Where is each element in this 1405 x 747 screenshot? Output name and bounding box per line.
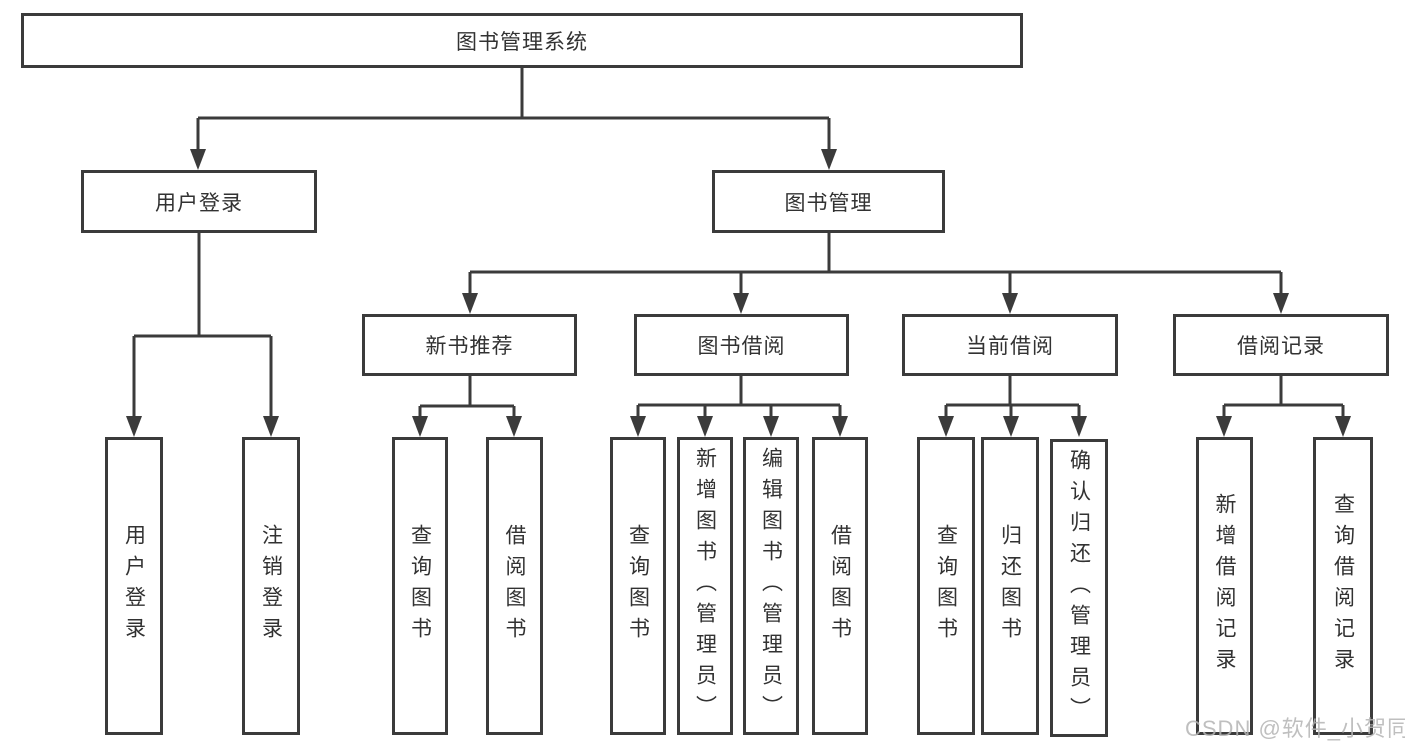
- leaf-confirm-return-admin: 确认归还（管理员）: [1050, 439, 1108, 737]
- node-label: 查询图书: [408, 524, 432, 648]
- node-label: 新书推荐: [425, 335, 514, 358]
- leaf-logout-login: 注销登录: [242, 437, 300, 735]
- leaf-return-books: 归还图书: [981, 437, 1039, 735]
- node-label: 注销登录: [259, 524, 283, 648]
- node-book-management: 图书管理: [712, 170, 945, 233]
- leaf-borrow-books-1: 借阅图书: [486, 437, 543, 735]
- node-label: 图书管理系统: [456, 30, 588, 54]
- leaf-query-borrow-record: 查询借阅记录: [1313, 437, 1373, 735]
- node-library-system: 图书管理系统: [21, 13, 1023, 68]
- node-user-login: 用户登录: [81, 170, 317, 233]
- node-label: 当前借阅: [966, 335, 1054, 358]
- node-label: 查询图书: [934, 524, 958, 648]
- node-label: 图书管理: [784, 191, 873, 215]
- leaf-query-books-2: 查询图书: [610, 437, 666, 735]
- node-borrow-records: 借阅记录: [1173, 314, 1389, 376]
- node-label: 确认归还（管理员）: [1067, 448, 1091, 728]
- node-current-borrowing: 当前借阅: [902, 314, 1118, 376]
- node-label: 查询图书: [626, 524, 650, 648]
- leaf-query-books-3: 查询图书: [917, 437, 975, 735]
- leaf-add-borrow-record: 新增借阅记录: [1196, 437, 1253, 735]
- leaf-add-books-admin: 新增图书（管理员）: [677, 437, 733, 735]
- watermark: CSDN @软件_小贺同学: [1185, 716, 1405, 741]
- node-label: 借阅图书: [828, 524, 852, 648]
- node-label: 借阅记录: [1237, 335, 1325, 358]
- node-label: 用户登录: [155, 191, 243, 215]
- node-label: 编辑图书（管理员）: [759, 446, 783, 726]
- node-label: 新增借阅记录: [1213, 493, 1236, 679]
- leaf-query-books-1: 查询图书: [392, 437, 448, 735]
- node-book-borrowing: 图书借阅: [634, 314, 849, 376]
- leaf-user-login: 用户登录: [105, 437, 163, 735]
- node-label: 借阅图书: [503, 524, 526, 648]
- leaf-edit-books-admin: 编辑图书（管理员）: [743, 437, 799, 735]
- node-label: 归还图书: [998, 524, 1022, 648]
- leaf-borrow-books-2: 借阅图书: [812, 437, 868, 735]
- node-label: 查询借阅记录: [1331, 493, 1355, 679]
- node-label: 新增图书（管理员）: [693, 446, 717, 726]
- arrowheads: [126, 149, 1351, 437]
- node-label: 用户登录: [122, 524, 146, 648]
- node-new-book-recommend: 新书推荐: [362, 314, 577, 376]
- node-label: 图书借阅: [697, 335, 786, 358]
